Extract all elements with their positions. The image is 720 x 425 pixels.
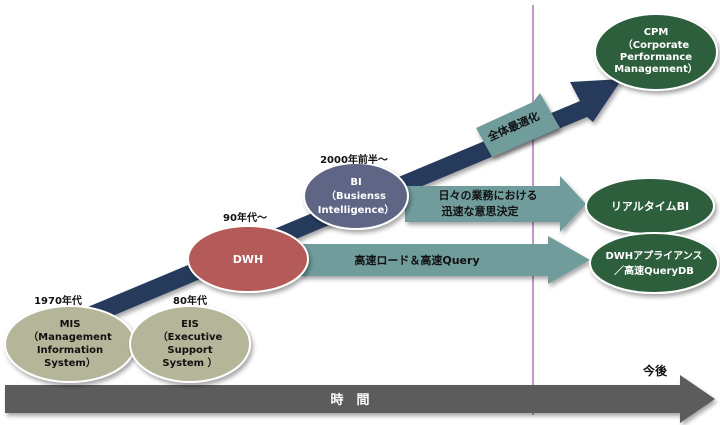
eis-label-line4: System ） (162, 356, 217, 369)
daily-decision-line1: 日々の業務における (439, 188, 538, 202)
future-label: 今後 (642, 363, 668, 378)
dwh-appliance-label-line1: DWHアプライアンス (605, 249, 702, 262)
daily-decision-line2: 迅速な意思決定 (442, 204, 519, 218)
mis-label-line2: （Management (28, 330, 112, 343)
bi-label-line2: （Busienss (326, 189, 386, 202)
optimization-arrow (476, 93, 560, 157)
mis-node (4, 305, 136, 383)
realtime-bi-label: リアルタイムBI (611, 200, 689, 213)
dwh-label: DWH (233, 253, 263, 266)
realtime-arrow (405, 176, 586, 232)
mis-label-line4: System） (44, 356, 96, 369)
eis-node (129, 305, 251, 383)
cpm-label-line1: CPM (644, 27, 669, 38)
cpm-label-line4: Management） (614, 62, 698, 75)
dwh-appliance-node (589, 232, 719, 294)
eis-label-line1: EIS (181, 319, 199, 330)
dwh-appliance-label-line2: ／高速QueryDB (614, 264, 694, 277)
mis-label-line1: MIS (60, 319, 81, 330)
era-80s-label: 80年代 (173, 294, 207, 307)
eis-label-line3: Support (167, 345, 212, 356)
era-90s-label: 90年代～ (223, 211, 267, 224)
bi-label-line3: Intelligence） (318, 203, 394, 216)
dwh-node (187, 225, 309, 293)
fast-load-label: 高速ロード＆高速Query (354, 253, 479, 267)
eis-label-line2: （Executive (158, 330, 223, 343)
bi-label-line1: BI (350, 177, 361, 188)
cpm-label-line2: （Corporate (623, 38, 690, 51)
cpm-node (594, 13, 718, 91)
mis-label-line3: Information (37, 345, 103, 356)
time-arrow-label: 時 間 (330, 392, 369, 408)
time-arrow (5, 375, 715, 423)
era-1970s-label: 1970年代 (34, 294, 82, 307)
bi-node (303, 162, 409, 230)
cpm-label-line3: Performance (620, 52, 692, 63)
fast-load-arrow (300, 236, 590, 284)
era-2000s-label: 2000年前半～ (320, 153, 388, 166)
